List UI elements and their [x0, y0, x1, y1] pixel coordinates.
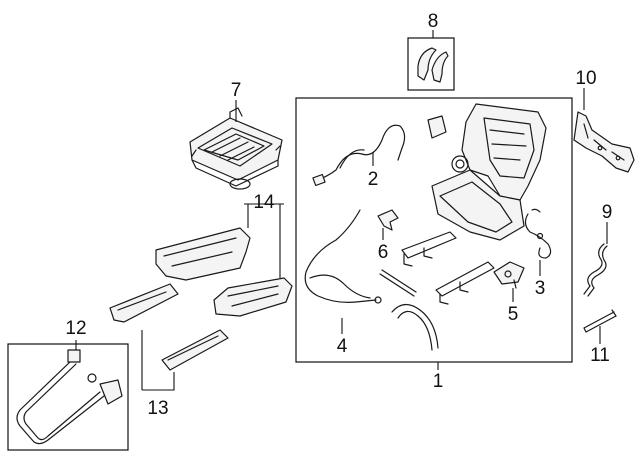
callout-6: 6 — [378, 242, 389, 263]
part-clip-6 — [377, 209, 399, 231]
part-step-covers — [109, 227, 293, 371]
callout-10: 10 — [575, 68, 596, 89]
part-cable-2 — [312, 124, 406, 187]
part-trim-covers — [417, 47, 449, 83]
seat-assembly-box — [295, 97, 573, 363]
part-side-bracket — [573, 111, 635, 173]
callout-13: 13 — [147, 398, 168, 419]
callout-9: 9 — [602, 202, 613, 223]
callout-14: 14 — [253, 192, 275, 213]
part-seat-base — [189, 107, 283, 190]
trim-cover-box — [407, 37, 455, 91]
callout-5: 5 — [508, 304, 519, 325]
part-cable-4 — [304, 209, 382, 304]
callouts: 1 2 3 4 5 6 7 8 9 10 11 12 13 14 — [65, 11, 612, 419]
callout-1: 1 — [433, 371, 444, 392]
part-bracket-5 — [493, 261, 525, 289]
callout-2: 2 — [368, 169, 379, 190]
callout-11: 11 — [590, 345, 610, 366]
callout-8: 8 — [428, 11, 439, 32]
part-cable-9 — [583, 243, 608, 297]
leader-lines — [75, 30, 608, 391]
part-handle-12 — [16, 349, 123, 445]
callout-12: 12 — [65, 318, 86, 339]
part-rod-11 — [583, 309, 617, 333]
part-rod-and-hoop — [379, 269, 439, 351]
callout-7: 7 — [231, 80, 242, 101]
handle-detail-box — [7, 343, 129, 451]
part-seat-frame — [401, 103, 547, 305]
callout-3: 3 — [535, 278, 546, 299]
part-cable-3 — [524, 208, 552, 259]
callout-4: 4 — [337, 336, 348, 357]
